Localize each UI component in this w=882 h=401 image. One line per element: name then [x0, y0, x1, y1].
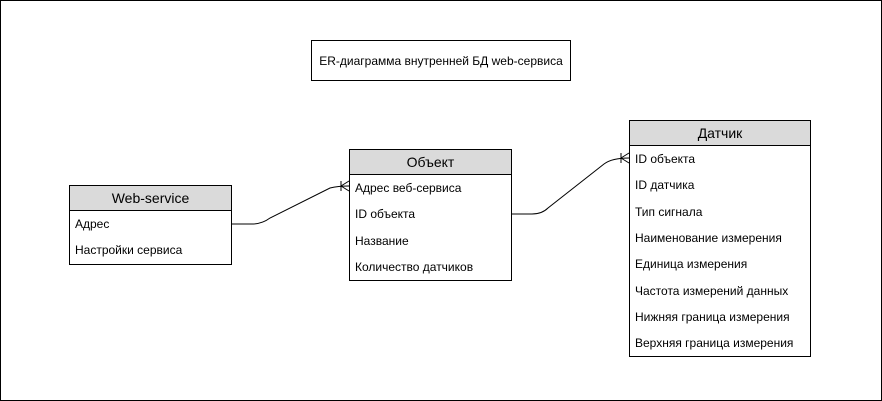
- entity-title: Web-service: [111, 190, 190, 206]
- entity-field: Наименование измерения: [635, 231, 782, 246]
- entity-field: Верхняя граница измерения: [635, 336, 794, 351]
- entity-object[interactable]: Объект Адрес веб-сервиса ID объекта Назв…: [349, 149, 512, 282]
- relation-web-service-object: [230, 180, 350, 225]
- entity-title: Датчик: [697, 125, 743, 141]
- entity-field: ID объекта: [635, 152, 696, 167]
- entity-field: Тип сигнала: [635, 204, 703, 219]
- entity-title: Объект: [406, 154, 455, 170]
- diagram-title: ER-диаграмма внутренней БД web-сервиса: [311, 40, 571, 81]
- entity-field: ID датчика: [635, 178, 695, 193]
- relation-object-sensor: [510, 152, 630, 215]
- entity-header: Датчик: [630, 121, 810, 146]
- entity-field: ID объекта: [355, 207, 416, 222]
- entity-header: Объект: [350, 150, 511, 175]
- entity-sensor[interactable]: Датчик ID объекта ID датчика Тип сигнала…: [629, 120, 811, 358]
- entity-field: Настройки сервиса: [75, 243, 183, 258]
- entity-field: Название: [355, 233, 409, 248]
- entity-field: Количество датчиков: [355, 260, 474, 275]
- diagram-title-text: ER-диаграмма внутренней БД web-сервиса: [319, 53, 563, 68]
- entity-field: Нижняя граница измерения: [635, 309, 790, 324]
- entity-field: Адрес: [75, 217, 110, 232]
- entity-field: Частота измерений данных: [635, 283, 789, 298]
- entity-header: Web-service: [70, 186, 231, 211]
- entity-web-service[interactable]: Web-service Адрес Настройки сервиса: [69, 185, 232, 265]
- entity-field: Единица измерения: [635, 257, 748, 272]
- entity-field: Адрес веб-сервиса: [355, 181, 462, 196]
